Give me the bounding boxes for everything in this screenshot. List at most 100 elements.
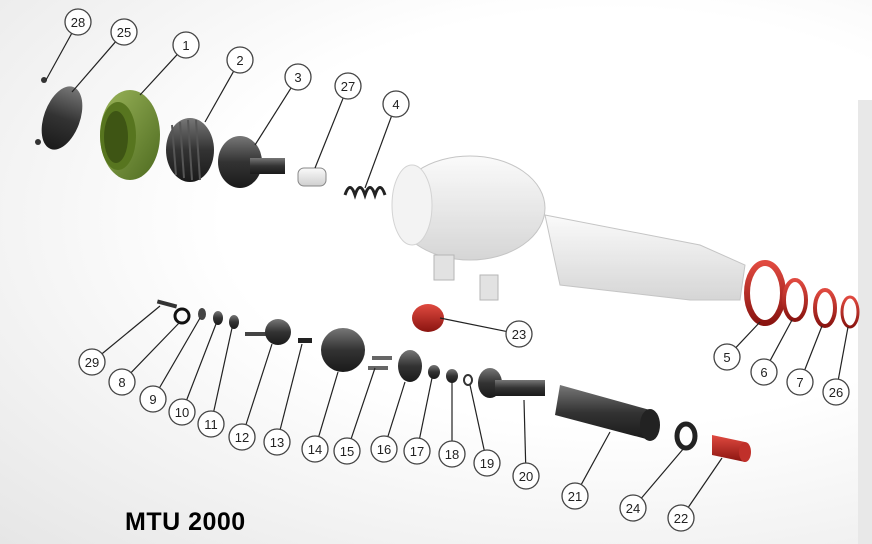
leader-line — [254, 87, 292, 146]
callout-number: 9 — [149, 392, 156, 407]
callout-number: 11 — [204, 417, 218, 432]
leader-line — [837, 326, 849, 380]
leader-line — [640, 447, 685, 499]
callout-circle — [197, 410, 225, 438]
leader-line — [387, 381, 406, 437]
part-28-screws — [35, 77, 47, 145]
callout-circle — [78, 348, 106, 376]
callout-circle — [172, 31, 200, 59]
small-parts-row — [156, 299, 751, 462]
callout-circle — [226, 46, 254, 74]
part-23-red-cap — [412, 304, 444, 332]
callout-number: 18 — [445, 447, 459, 462]
callout-number: 29 — [85, 355, 99, 370]
callout-8: 8 — [108, 321, 181, 396]
callout-13: 13 — [263, 343, 303, 456]
leader-line — [687, 457, 723, 508]
callout-circle — [473, 449, 501, 477]
callout-number: 25 — [117, 25, 131, 40]
callout-19: 19 — [469, 384, 501, 477]
callout-circle — [284, 63, 312, 91]
callout-number: 16 — [377, 442, 391, 457]
callout-number: 26 — [829, 385, 843, 400]
callout-28: 28 — [45, 8, 92, 81]
callout-number: 1 — [182, 38, 189, 53]
callout-1: 1 — [139, 31, 200, 96]
callout-25: 25 — [71, 18, 138, 93]
callout-15: 15 — [333, 367, 376, 465]
callout-circle — [382, 90, 410, 118]
o-rings-5-6-7-26 — [744, 260, 860, 329]
callout-number: 24 — [626, 501, 640, 516]
leader-line — [71, 41, 116, 93]
callout-number: 4 — [392, 97, 399, 112]
part-25-cover-plate — [41, 86, 83, 150]
callout-21: 21 — [561, 431, 611, 510]
leader-line — [314, 97, 344, 169]
leader-line — [419, 377, 433, 439]
callout-circle — [228, 423, 256, 451]
callout-circle — [110, 18, 138, 46]
leader-line — [213, 327, 233, 412]
callout-number: 13 — [270, 435, 284, 450]
callout-number: 14 — [308, 442, 322, 457]
leader-line — [580, 431, 611, 485]
leader-line — [804, 325, 823, 371]
callout-number: 10 — [175, 405, 189, 420]
callout-3: 3 — [254, 63, 312, 146]
callout-number: 12 — [235, 430, 249, 445]
leader-line — [204, 71, 235, 123]
callout-2: 2 — [204, 46, 254, 123]
callout-number: 8 — [118, 375, 125, 390]
leader-line — [318, 371, 339, 437]
callout-10: 10 — [168, 323, 217, 426]
callout-18: 18 — [438, 382, 466, 468]
callout-circle — [438, 440, 466, 468]
callout-number: 6 — [760, 365, 767, 380]
callout-number: 21 — [568, 489, 582, 504]
callout-number: 23 — [512, 327, 526, 342]
callout-27: 27 — [314, 72, 362, 169]
callout-24: 24 — [619, 447, 685, 522]
callout-6: 6 — [750, 319, 793, 386]
diagram-title: MTU 2000 — [125, 508, 246, 536]
housing — [391, 155, 746, 301]
callout-22: 22 — [667, 457, 723, 532]
callout-number: 28 — [71, 15, 85, 30]
callout-number: 27 — [341, 79, 355, 94]
part-27-valve — [297, 167, 327, 187]
callout-5: 5 — [713, 321, 761, 371]
callout-circle — [505, 320, 533, 348]
callout-circle — [334, 72, 362, 100]
callout-26: 26 — [822, 326, 850, 406]
leader-line — [364, 115, 393, 189]
leader-line — [769, 319, 793, 361]
leader-line — [469, 384, 485, 451]
callout-7: 7 — [786, 325, 823, 396]
callout-11: 11 — [197, 327, 233, 438]
callout-16: 16 — [370, 381, 406, 463]
leader-line — [130, 321, 181, 374]
callout-circle — [333, 437, 361, 465]
leader-line — [523, 399, 527, 464]
leader-line — [139, 54, 178, 96]
part-4-spring — [343, 186, 387, 200]
callout-circle — [822, 378, 850, 406]
part-3-rotor — [218, 136, 285, 188]
leader-line — [101, 305, 161, 355]
callout-circle — [64, 8, 92, 36]
callout-circle — [301, 435, 329, 463]
callout-circle — [512, 462, 540, 490]
callout-circle — [619, 494, 647, 522]
callout-circle — [403, 437, 431, 465]
callout-number: 3 — [294, 70, 301, 85]
leader-line — [245, 343, 273, 425]
callout-circle — [713, 343, 741, 371]
callout-circle — [750, 358, 778, 386]
callout-4: 4 — [364, 90, 410, 189]
leader-line — [186, 323, 217, 401]
callout-number: 2 — [236, 53, 243, 68]
leader-line — [735, 321, 761, 348]
